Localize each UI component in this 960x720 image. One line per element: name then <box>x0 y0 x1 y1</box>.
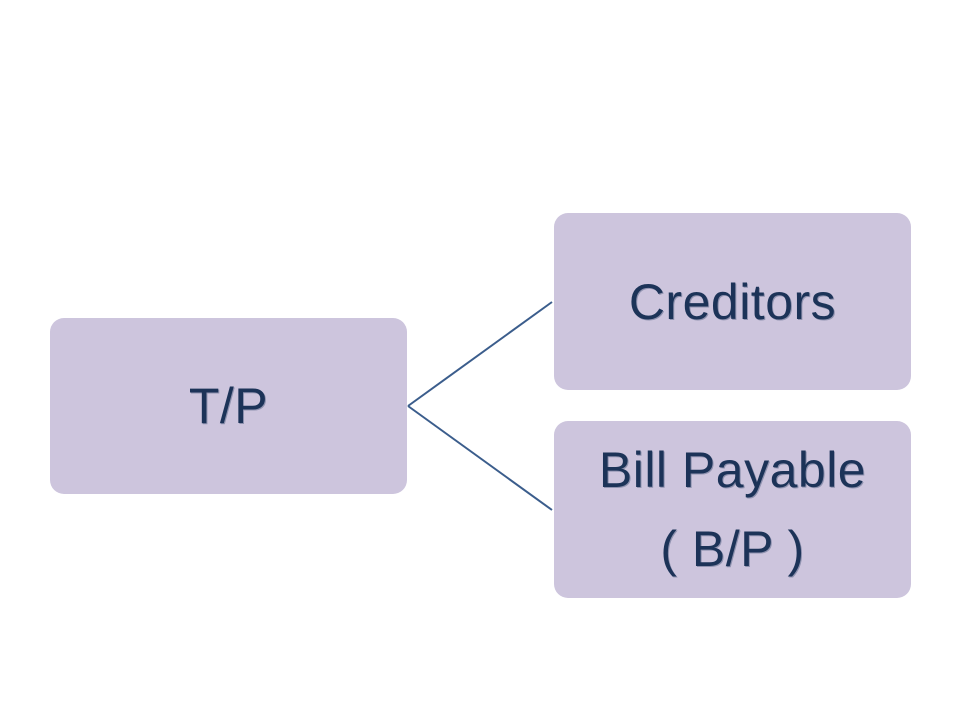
child-node-label-bp-abbrev: ( B/P ) <box>660 520 805 577</box>
connector-to-creditors <box>407 301 553 407</box>
root-node-label: T/P <box>188 378 269 434</box>
connector-to-bill-payable <box>407 405 553 511</box>
child-node-label-creditors: Creditors <box>628 273 837 330</box>
child-node-creditors: Creditors <box>554 213 911 390</box>
child-node-label-bill-payable: Bill Payable <box>598 442 867 498</box>
root-node-tp: T/P <box>50 318 407 494</box>
child-node-bill-payable: Bill Payable ( B/P ) <box>554 421 911 598</box>
